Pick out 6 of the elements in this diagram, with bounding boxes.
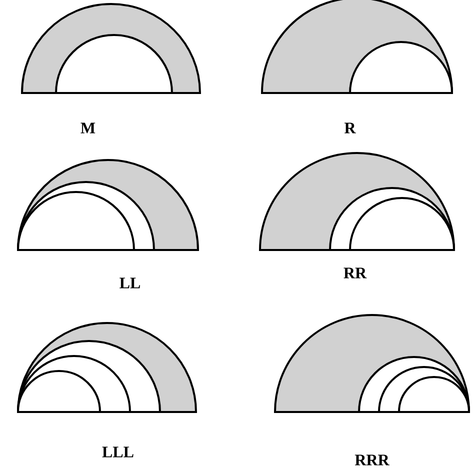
shape-label: R (344, 122, 356, 134)
shape-label: RRR (354, 454, 390, 466)
shape-label: LLL (102, 446, 134, 458)
shape-label: RR (344, 268, 367, 278)
shape-label: M (80, 122, 96, 134)
shape-label: LL (120, 278, 140, 288)
